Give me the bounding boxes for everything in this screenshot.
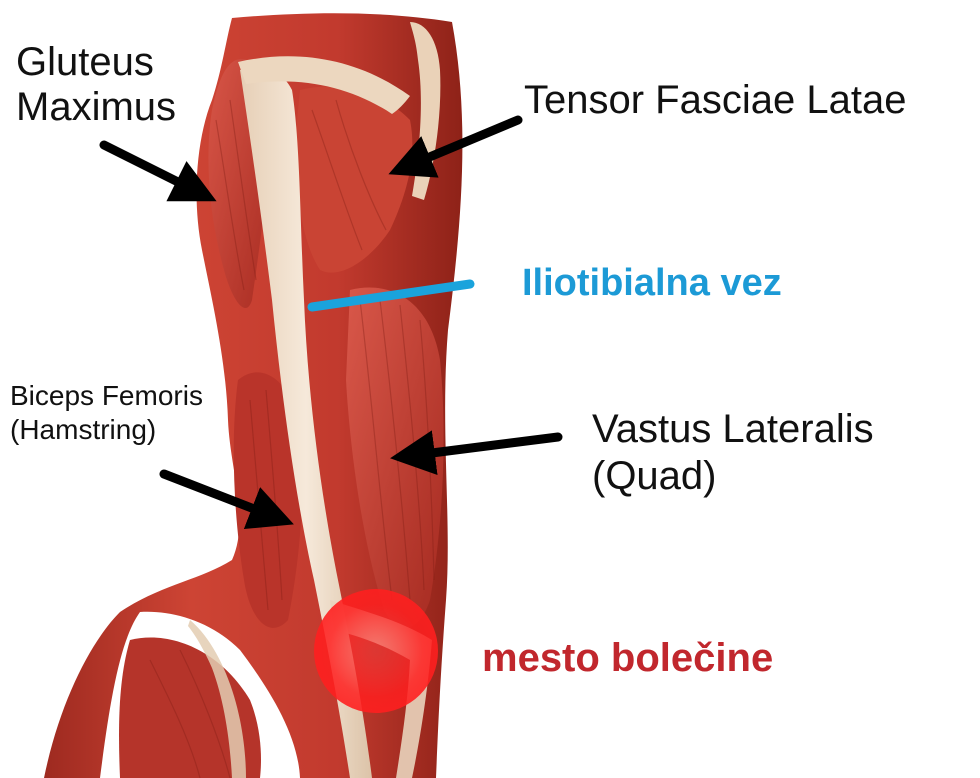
biceps-femoris-label-line-1: Biceps Femoris	[10, 380, 203, 411]
vastus-lateralis-label: Vastus Lateralis (Quad)	[592, 406, 874, 500]
pointer-arrows	[99, 115, 563, 530]
tensor-fasciae-latae-muscle	[295, 86, 413, 273]
vastus-lateralis-label-line-1: Vastus Lateralis	[592, 407, 874, 451]
calf-tendon	[188, 620, 246, 778]
biceps-femoris-label-line-2: (Hamstring)	[10, 413, 157, 445]
tensor-arrow	[388, 115, 523, 178]
biceps-arrow	[159, 469, 294, 530]
tensor-fasciae-latae-label: Tensor Fasciae Latae	[524, 78, 907, 122]
vastus-lateralis-label-line-2: (Quad)	[592, 454, 717, 499]
pain-site-label: mesto bolečine	[482, 636, 774, 680]
biceps-femoris-label: Biceps Femoris (Hamstring)	[10, 379, 203, 446]
iliotibial-band-tendon	[240, 67, 372, 778]
gluteus-arrow	[99, 140, 217, 202]
pain-site-marker	[314, 589, 438, 713]
gluteus-maximus-label-line-1: Gluteus	[16, 40, 154, 84]
vastus-arrow	[390, 430, 563, 475]
fascia-band-top	[238, 56, 410, 114]
iliotibial-band-label: Iliotibialna vez	[522, 262, 782, 304]
iliotibial-band-indicator-line	[307, 279, 475, 312]
gluteus-maximus-label: Gluteus Maximus	[16, 40, 176, 130]
gluteus-maximus-label-line-2: Maximus	[16, 84, 177, 129]
